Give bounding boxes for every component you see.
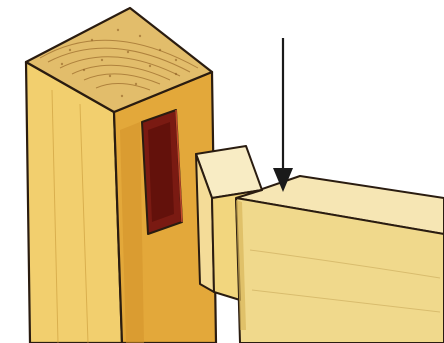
mortise xyxy=(142,110,182,234)
post xyxy=(26,8,216,343)
mortise-inner-shadow xyxy=(148,122,174,222)
